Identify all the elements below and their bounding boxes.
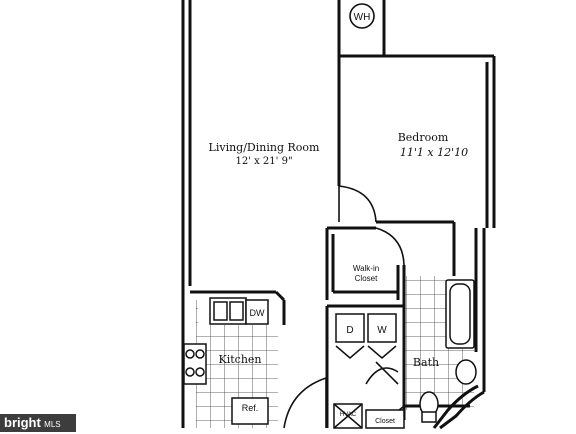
refrigerator-label: Ref. [242, 403, 259, 413]
dishwasher-label: DW [250, 308, 265, 318]
living-room-name: Living/Dining Room [209, 141, 320, 154]
dryer-label: D [346, 325, 353, 336]
water-heater-icon [349, 3, 375, 29]
watermark-logo: bright MLS [0, 414, 76, 432]
watermark-brand: bright [4, 415, 41, 430]
living-room-dims: 12' x 21' 9" [235, 156, 292, 167]
walkin-closet-label-1: Walk-in [353, 264, 379, 273]
washer-label: W [377, 325, 387, 336]
walls [181, 0, 496, 430]
utility-closets [333, 403, 405, 429]
bedroom-dims: 11'1 x 12'10 [400, 146, 468, 159]
laundry-tile-floor [404, 276, 448, 306]
walkin-closet-label-2: Closet [355, 274, 378, 283]
water-heater-label: WH [354, 12, 371, 23]
closet-label: Closet [375, 418, 395, 425]
laundry-fixtures [335, 313, 397, 359]
bath-fixtures [419, 279, 477, 423]
watermark-suffix: MLS [44, 420, 61, 429]
door-swings [283, 185, 405, 429]
bedroom-name: Bedroom [398, 131, 449, 144]
bath-name: Bath [413, 356, 439, 369]
kitchen-name: Kitchen [219, 353, 262, 366]
hvac-label: HVAC [340, 412, 357, 418]
kitchen-fixtures [183, 297, 269, 425]
